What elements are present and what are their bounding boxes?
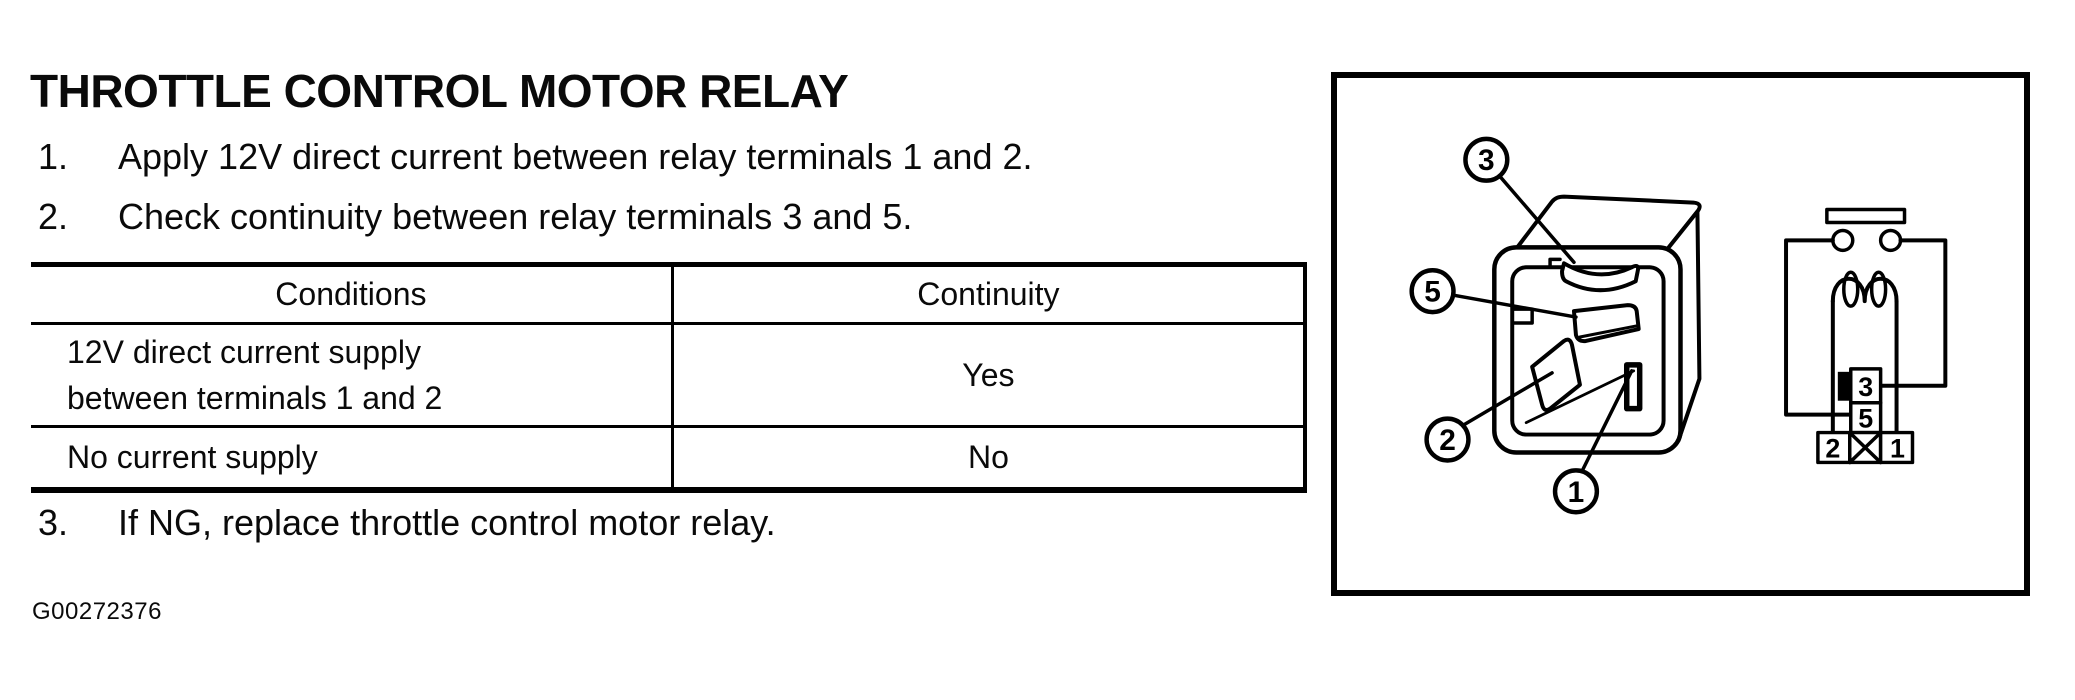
- callout-5-label: 5: [1424, 276, 1441, 309]
- callout-5-leader: [1451, 293, 1578, 319]
- terminal-5-edge: [1578, 324, 1638, 339]
- terminal-box-2: [1816, 430, 1852, 465]
- callout-3-circle: [1463, 136, 1510, 183]
- header-conditions: Conditions: [275, 276, 427, 312]
- step-1-number: 1.: [38, 136, 69, 177]
- relay-top-notch: [1548, 257, 1562, 270]
- continuity-table: Conditions Continuity 12V direct current…: [31, 262, 1307, 493]
- callout-3-label: 3: [1478, 144, 1495, 177]
- terminal-x-cross: [1848, 430, 1883, 465]
- relay-top-face: [1512, 194, 1702, 254]
- step-2: 2. Check continuity between relay termin…: [38, 196, 1318, 237]
- header-continuity: Continuity: [670, 267, 1303, 322]
- page-title: THROTTLE CONTROL MOTOR RELAY: [30, 65, 849, 117]
- contact-right: [1878, 228, 1903, 253]
- terminal-label-2: 2: [1825, 434, 1840, 464]
- terminal-label-5: 5: [1858, 404, 1873, 434]
- step-1: 1. Apply 12V direct current between rela…: [38, 136, 1318, 177]
- continuity-cell: Yes: [670, 325, 1303, 425]
- relay-3d-drawing: [1492, 194, 1702, 455]
- condition-cell: 12V direct current supply between termin…: [67, 333, 443, 416]
- wire-contact-to-5: [1784, 238, 1853, 417]
- continuity-cell: No: [670, 428, 1303, 487]
- contact-bar: [1825, 207, 1907, 225]
- terminal-3-slot: [1560, 261, 1641, 293]
- table-header-row: Conditions Continuity: [31, 267, 1303, 325]
- callout-2-leader: [1460, 371, 1554, 428]
- step-3-number: 3.: [38, 502, 69, 543]
- callout-3-leader: [1497, 173, 1576, 265]
- step-3: 3. If NG, replace throttle control motor…: [38, 502, 1318, 543]
- condition-cell: No current supply: [67, 439, 318, 475]
- terminal-2-blade: [1530, 337, 1582, 412]
- relay-callouts: 3 5 2 1: [1409, 136, 1634, 515]
- callout-2-label: 2: [1439, 424, 1456, 457]
- callout-5-circle: [1409, 268, 1456, 315]
- relay-diagram: 3 5 2 1: [1409, 136, 1948, 515]
- step-2-text: Check continuity between relay terminals…: [118, 196, 913, 237]
- wire-contact-to-3: [1878, 238, 1948, 388]
- terminal-label-1: 1: [1890, 434, 1905, 464]
- callout-1-label: 1: [1568, 476, 1585, 509]
- figure-id: G00272376: [32, 598, 162, 625]
- terminal-box-1: [1878, 430, 1915, 465]
- coil-loop-left: [1842, 270, 1860, 308]
- terminal-5-blade: [1571, 303, 1641, 344]
- callout-2-circle: [1424, 416, 1471, 463]
- contact-left: [1831, 228, 1855, 253]
- opening-inner-line: [1524, 369, 1636, 425]
- coil-humps: [1830, 276, 1899, 304]
- table-row: No current supply No: [31, 428, 1303, 487]
- table-row: 12V direct current supply between termin…: [31, 325, 1303, 428]
- relay-schematic: 3 5 2 1: [1784, 207, 1948, 465]
- coil-loop-right: [1869, 270, 1888, 308]
- callout-1-leader: [1580, 369, 1634, 474]
- terminal-label-3: 3: [1858, 372, 1873, 402]
- step-3-text: If NG, replace throttle control motor re…: [118, 502, 776, 543]
- step-1-text: Apply 12V direct current between relay t…: [118, 136, 1033, 177]
- relay-diagram-box: 3 5 2 1: [1331, 72, 2030, 596]
- step-2-number: 2.: [38, 196, 69, 237]
- callout-1-circle: [1552, 468, 1600, 515]
- terminal-3-mark: [1837, 371, 1851, 401]
